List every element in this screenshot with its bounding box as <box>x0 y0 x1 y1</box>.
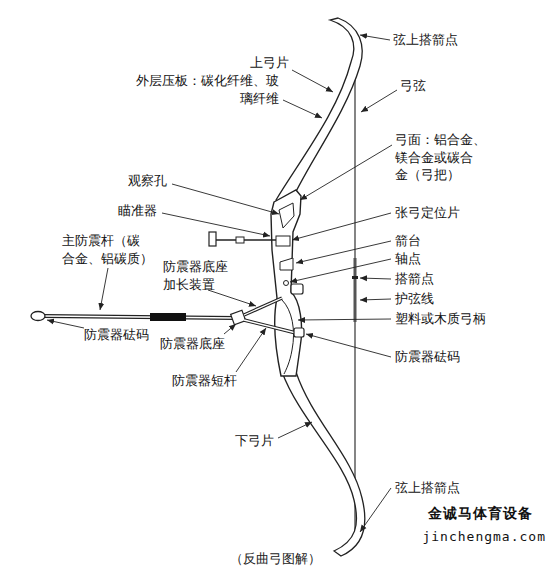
watermark: 金诚马体育设备 <box>428 505 533 523</box>
part-label: 塑料或木质弓柄 <box>395 310 486 328</box>
short-rod-weight <box>294 328 304 337</box>
part-label: 观察孔 <box>128 172 167 190</box>
long-rod <box>44 316 236 318</box>
part-label: 弓面：铝合金、 镁合金或碳合 金（弓把） <box>395 131 487 184</box>
sight-window <box>279 203 294 228</box>
part-label: 张弓定位片 <box>395 204 460 222</box>
part-label: 轴点 <box>395 250 421 268</box>
grip <box>282 300 294 374</box>
riser <box>271 190 302 376</box>
part-label: 箭台 <box>395 232 421 250</box>
rod-grip <box>150 313 186 321</box>
part-label: 防震器底座 加长装置 <box>163 258 232 293</box>
target-label: 弦上搭箭点 <box>395 479 460 497</box>
watermark-url: jinchengma.com <box>422 528 546 546</box>
riser-weight <box>291 284 303 294</box>
rod-weight <box>31 312 45 321</box>
part-label: 弓弦 <box>400 77 426 95</box>
sight-block <box>236 237 244 243</box>
short-rod <box>244 320 296 333</box>
bow-string <box>354 32 355 546</box>
part-label: 下弓片 <box>235 432 274 450</box>
part-label: 主防震杆（碳 合金、铝碳质） <box>62 232 154 267</box>
part-label: 护弦线 <box>395 290 434 308</box>
stabilizer-base <box>231 310 246 324</box>
part-label: 防震器砝码 <box>395 348 460 366</box>
target-label: 弦上搭箭点 <box>393 31 458 49</box>
sight-pin <box>209 232 216 246</box>
upper-limb <box>276 18 362 206</box>
sight-bar <box>216 239 276 240</box>
part-label: 外层压板：碳化纤维、玻 璃纤维 <box>133 72 279 107</box>
arrow-rest <box>280 258 293 270</box>
part-label: 搭箭点 <box>395 270 434 288</box>
caption: （反曲弓图解） <box>230 550 321 568</box>
nocking-point <box>352 276 358 279</box>
leader-lines <box>47 35 397 532</box>
part-label: 防震器砝码 <box>84 326 149 344</box>
plunger-plate <box>276 236 290 246</box>
pivot-point <box>284 281 289 286</box>
part-label: 上弓片 <box>250 54 289 72</box>
extension-bar <box>244 298 282 315</box>
lower-limb <box>282 372 365 556</box>
part-label: 防震器底座 <box>160 335 225 353</box>
part-label: 瞄准器 <box>118 202 157 220</box>
part-label: 防震器短杆 <box>172 372 237 390</box>
